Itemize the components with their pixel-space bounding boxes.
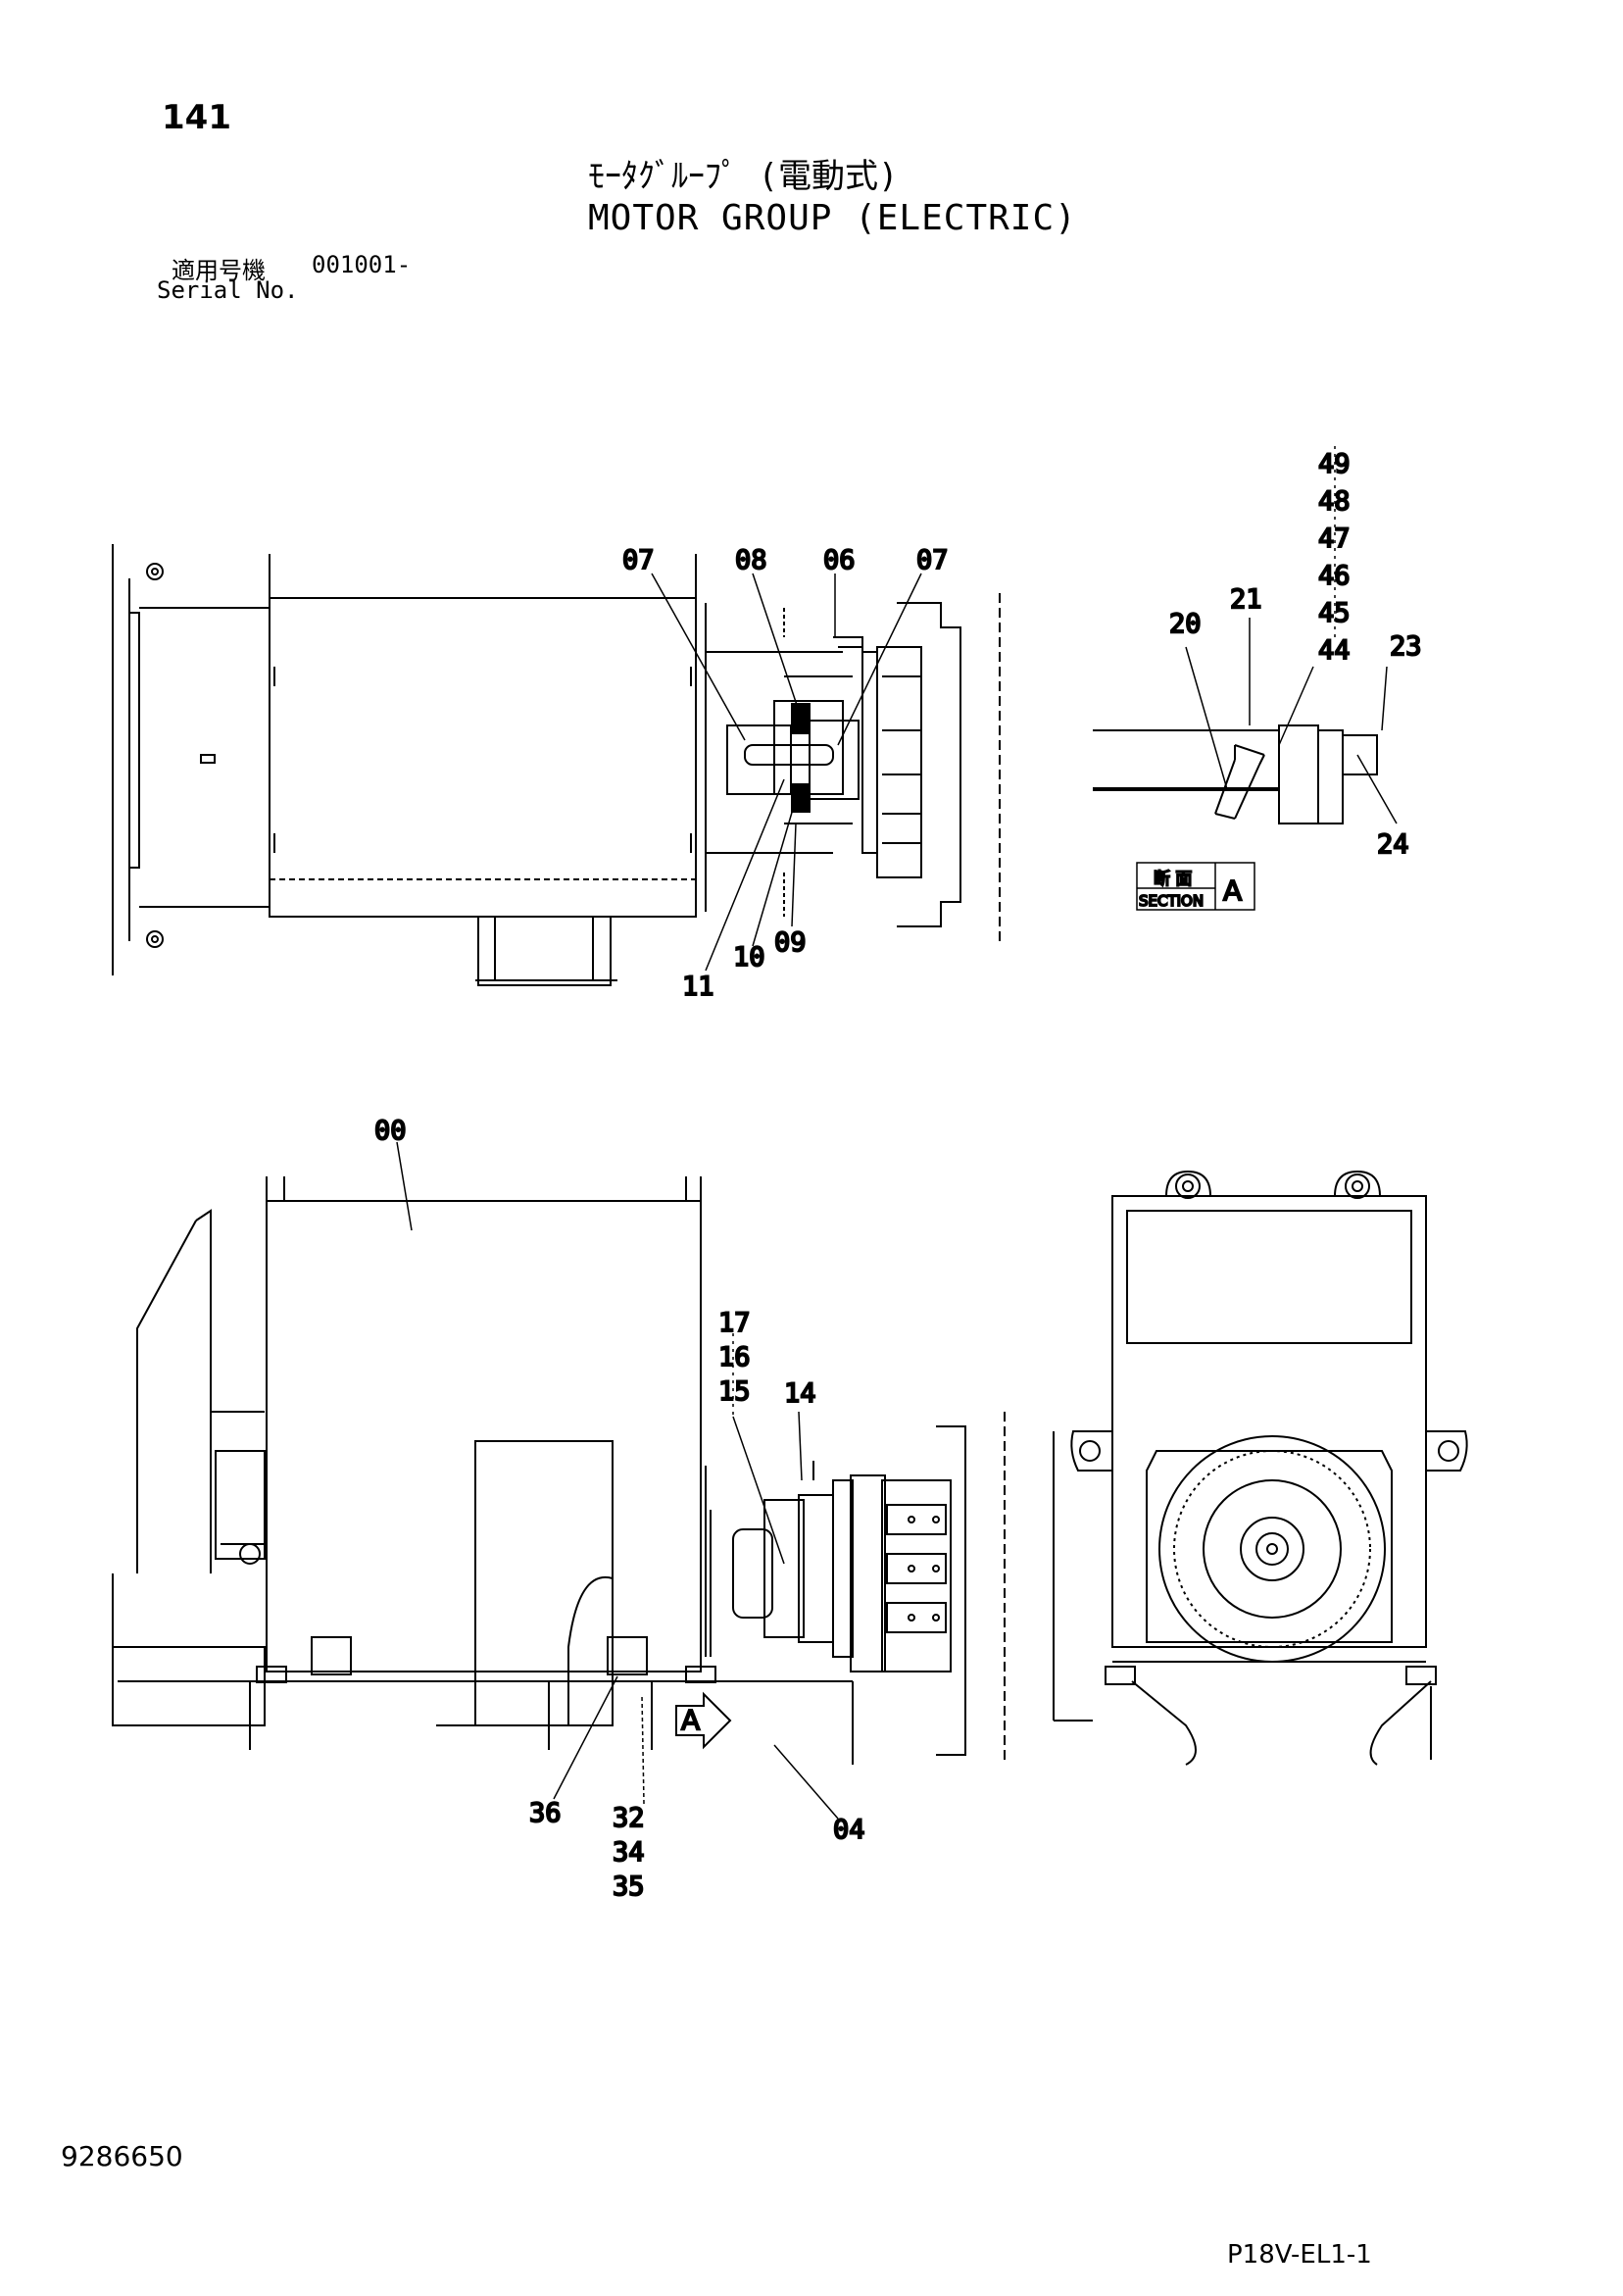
callout-00: 00	[374, 1116, 407, 1146]
callout-17: 17	[718, 1308, 751, 1338]
callout-16: 16	[718, 1342, 751, 1373]
section-a-view	[1093, 724, 1378, 824]
serial-label-english: Serial No.	[157, 276, 299, 304]
callout-48: 48	[1318, 486, 1351, 517]
leaders-section	[1185, 446, 1398, 824]
section-label-en: SECTION	[1139, 892, 1204, 910]
callout-36: 36	[529, 1798, 562, 1828]
document-number: 9286650	[61, 2140, 183, 2172]
callout-23: 23	[1390, 631, 1422, 662]
callout-44: 44	[1318, 635, 1351, 666]
callout-32: 32	[613, 1803, 645, 1833]
leaders-front	[396, 1141, 839, 1820]
drawing-code: P18V-EL1-1	[1227, 2240, 1372, 2270]
callout-07-left: 07	[622, 545, 655, 575]
callout-46: 46	[1318, 561, 1351, 591]
callout-04: 04	[833, 1815, 865, 1845]
callout-24: 24	[1377, 829, 1409, 860]
section-label-box: 断 面 SECTION A	[1136, 862, 1255, 911]
front-view	[112, 1176, 1006, 1765]
callout-45: 45	[1318, 598, 1351, 628]
callout-34: 34	[613, 1837, 645, 1868]
end-view	[1053, 1170, 1468, 1766]
callout-14: 14	[784, 1378, 816, 1409]
callout-35: 35	[613, 1872, 645, 1902]
callout-47: 47	[1318, 524, 1351, 554]
serial-label-japanese: 適用号機	[172, 257, 266, 284]
callout-21: 21	[1230, 584, 1262, 615]
callout-20: 20	[1169, 609, 1202, 639]
callout-15: 15	[718, 1376, 751, 1407]
callout-07-right: 07	[916, 545, 949, 575]
section-label-jp: 断 面	[1154, 870, 1192, 889]
title-english: MOTOR GROUP (ELECTRIC)	[588, 198, 1077, 238]
leaders-top	[651, 573, 922, 972]
callout-11: 11	[682, 972, 714, 1002]
serial-value: 001001-	[312, 251, 412, 278]
callout-08: 08	[735, 545, 767, 575]
callout-09: 09	[774, 927, 807, 958]
section-label-letter: A	[1223, 874, 1242, 907]
view-marker-a: A	[681, 1704, 700, 1736]
title-japanese: ﾓｰﾀｸﾞﾙｰﾌﾟ (電動式)	[588, 157, 899, 196]
callout-49: 49	[1318, 449, 1351, 479]
callout-06: 06	[823, 545, 856, 575]
page-number: 141	[162, 98, 231, 137]
top-view	[112, 544, 1001, 986]
callout-10: 10	[733, 942, 765, 973]
